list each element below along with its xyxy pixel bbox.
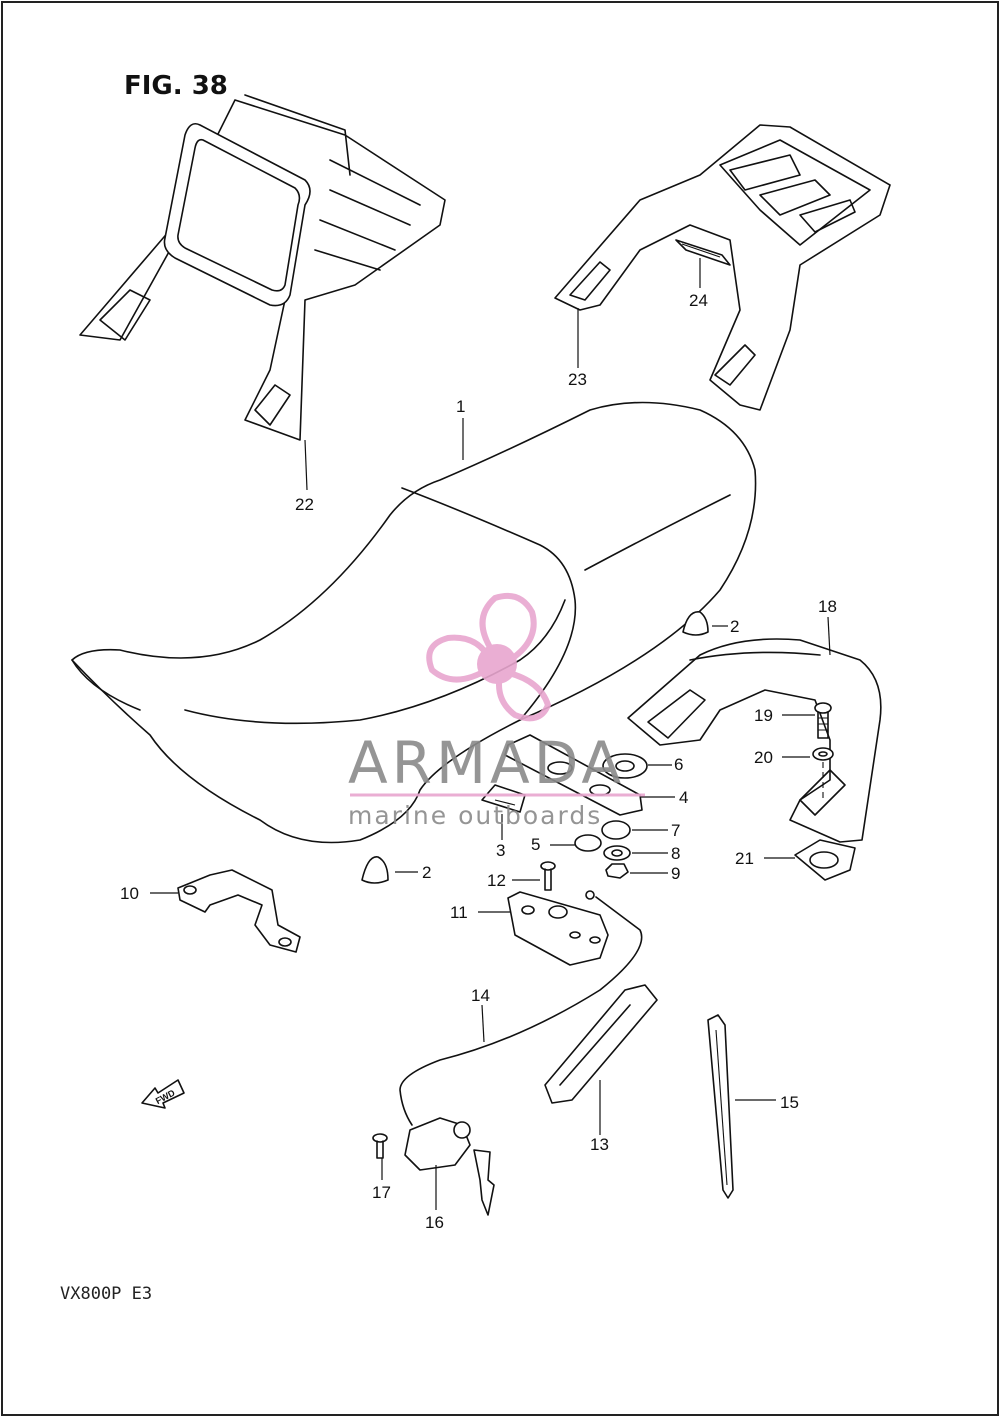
callout-4: 4 [679, 788, 688, 807]
callout-13: 13 [590, 1135, 609, 1154]
part-15-cable-tie [707, 1014, 734, 1199]
part-10-bracket [177, 869, 301, 953]
part-19-bolt [814, 702, 832, 739]
callout-23: 23 [568, 370, 587, 389]
callout-1: 1 [456, 397, 465, 416]
part-9-nut [605, 863, 629, 879]
callout-10: 10 [120, 884, 139, 903]
part-8-washer [603, 845, 631, 861]
part-12-screw [540, 861, 556, 891]
part-23-luggage-rack [554, 124, 891, 411]
callout-8: 8 [671, 844, 680, 863]
callout-24: 24 [689, 291, 708, 310]
part-5-cushion [574, 834, 602, 852]
callout-6: 6 [674, 755, 683, 774]
model-code: VX800P E3 [60, 1284, 152, 1304]
callout-3: 3 [496, 841, 505, 860]
leader-lines [150, 258, 831, 1210]
callout-11: 11 [450, 903, 468, 922]
callout-labels: 1 2 2 3 4 5 6 7 8 9 10 11 12 13 14 15 16… [120, 291, 837, 1232]
part-20-washer [812, 747, 834, 761]
callout-15: 15 [780, 1093, 799, 1112]
callout-12: 12 [487, 871, 506, 890]
part-1-seat [71, 401, 757, 844]
callout-5: 5 [531, 835, 540, 854]
callout-14: 14 [471, 986, 490, 1005]
part-21-hole [809, 851, 839, 869]
callout-20: 20 [754, 748, 773, 767]
callout-19: 19 [754, 706, 773, 725]
watermark-tagline: marine outboards [348, 801, 602, 830]
watermark: ARMADA marine outboards [348, 592, 645, 830]
part-13-cover [544, 984, 658, 1104]
fwd-arrow-icon: FWD [141, 1079, 185, 1109]
part-6-washer [602, 753, 648, 779]
callout-16: 16 [425, 1213, 444, 1232]
part-7-cushion [601, 820, 631, 840]
part-16-lock-set [404, 1117, 495, 1216]
part-17-screw [372, 1133, 388, 1159]
part-11-seat-lock [507, 891, 609, 966]
part-2-cushion-upper [682, 611, 709, 636]
part-22-backrest [79, 94, 446, 441]
part-14-cable [399, 896, 643, 1126]
callout-21: 21 [735, 849, 754, 868]
callout-2-lower: 2 [422, 863, 431, 882]
part-2-cushion-lower [361, 856, 389, 884]
callout-7: 7 [671, 821, 680, 840]
callout-9: 9 [671, 864, 680, 883]
callout-2-upper: 2 [730, 617, 739, 636]
callout-22: 22 [295, 495, 314, 514]
part-21-plate [794, 839, 856, 881]
part-18-grab-rail [627, 638, 882, 843]
watermark-brand: ARMADA [348, 729, 625, 797]
callout-17: 17 [372, 1183, 391, 1202]
propeller-logo-icon [426, 592, 552, 722]
callout-18: 18 [818, 597, 837, 616]
figure-title: FIG. 38 [124, 71, 228, 101]
